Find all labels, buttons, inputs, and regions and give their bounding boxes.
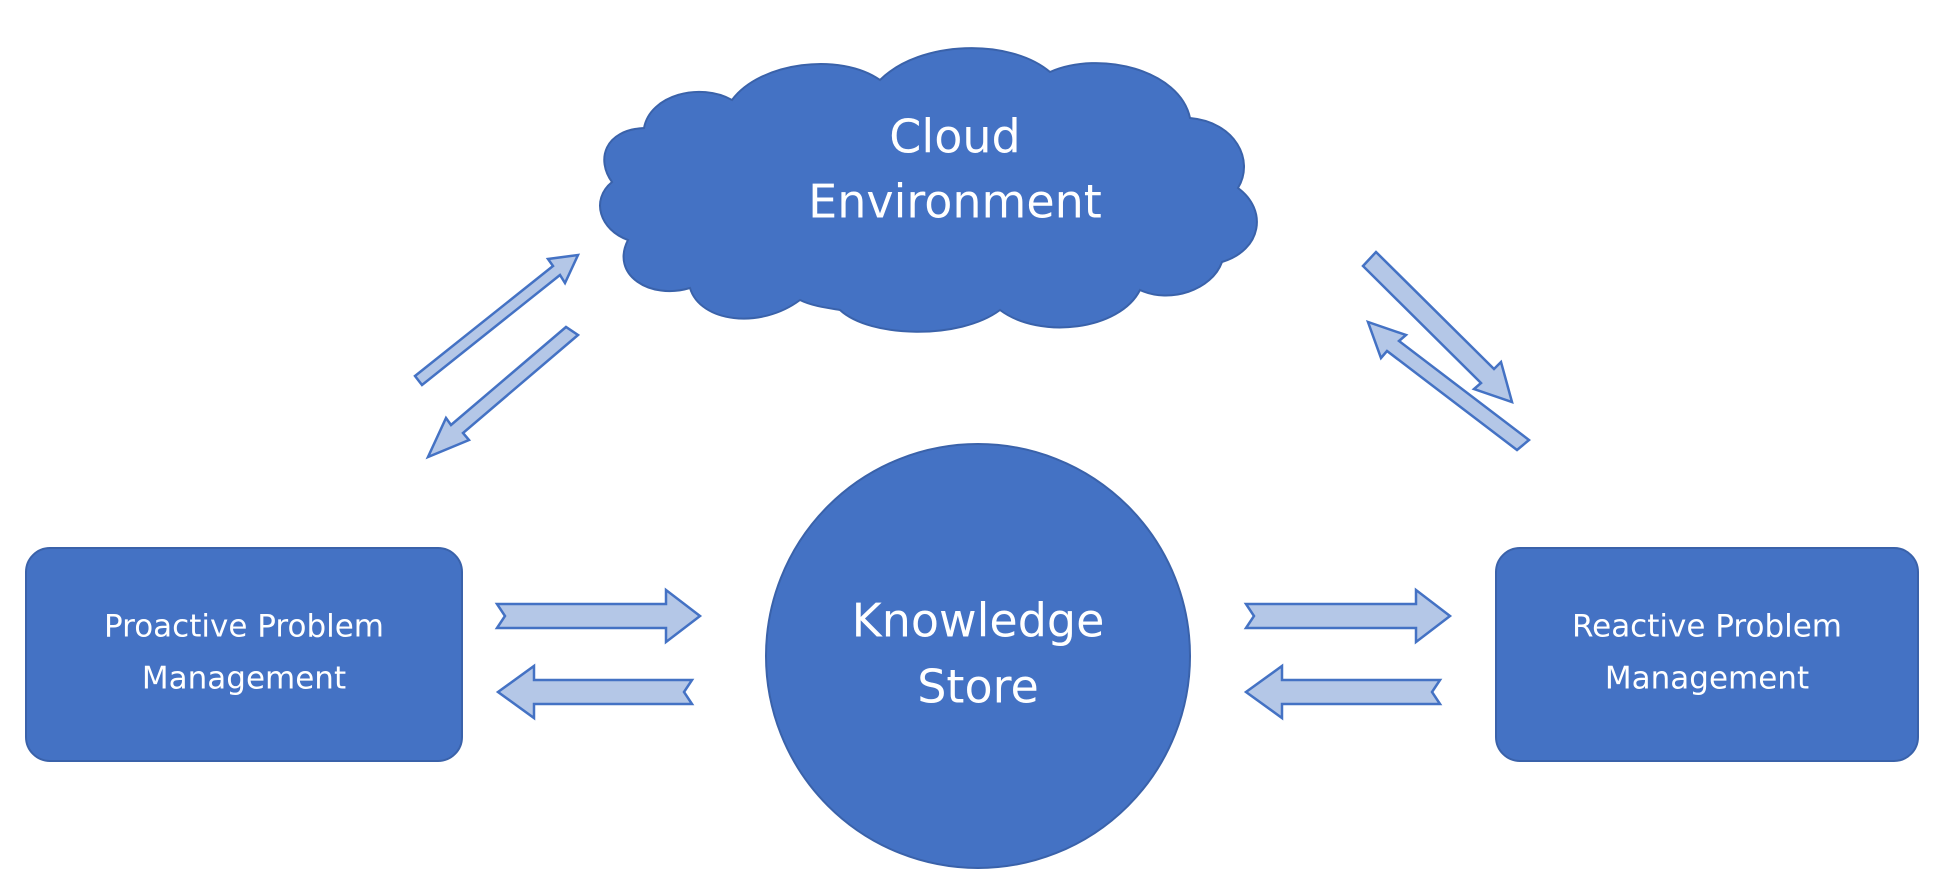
- arrows-cloud-reactive: [1361, 250, 1532, 452]
- proactive-label-line-1: Proactive Problem: [104, 609, 384, 645]
- reactive-label-line-1: Reactive Problem: [1572, 609, 1842, 645]
- arrow-cloud-to-proactive: [425, 325, 581, 460]
- cloud-label-line-2: Environment: [808, 175, 1102, 229]
- arrow-knowledge-to-proactive: [495, 663, 695, 721]
- reactive-problem-management-node: Reactive Problem Management: [1495, 547, 1919, 762]
- arrow-knowledge-to-reactive: [1243, 587, 1453, 645]
- arrow-proactive-to-knowledge: [494, 587, 703, 645]
- knowledge-store-node: Knowledge Store: [765, 443, 1191, 869]
- knowledge-label-line-2: Store: [917, 660, 1039, 714]
- arrow-reactive-to-knowledge: [1243, 663, 1443, 721]
- cloud-environment-node: Cloud Environment: [599, 47, 1258, 333]
- proactive-label-line-2: Management: [142, 661, 346, 697]
- reactive-box: [1495, 547, 1919, 762]
- arrow-reactive-to-cloud: [1365, 319, 1532, 452]
- cloud-shape: [599, 47, 1258, 333]
- reactive-label-line-2: Management: [1605, 661, 1809, 697]
- proactive-problem-management-node: Proactive Problem Management: [25, 547, 463, 762]
- arrow-proactive-to-cloud: [413, 253, 581, 387]
- arrows-proactive-cloud: [413, 253, 581, 460]
- arrows-proactive-knowledge: [494, 587, 703, 721]
- proactive-box: [25, 547, 463, 762]
- arrow-cloud-to-reactive: [1361, 250, 1514, 404]
- knowledge-circle: [765, 443, 1191, 869]
- knowledge-label-line-1: Knowledge: [852, 594, 1105, 648]
- cloud-label-line-1: Cloud: [889, 110, 1020, 164]
- arrows-knowledge-reactive: [1243, 587, 1453, 721]
